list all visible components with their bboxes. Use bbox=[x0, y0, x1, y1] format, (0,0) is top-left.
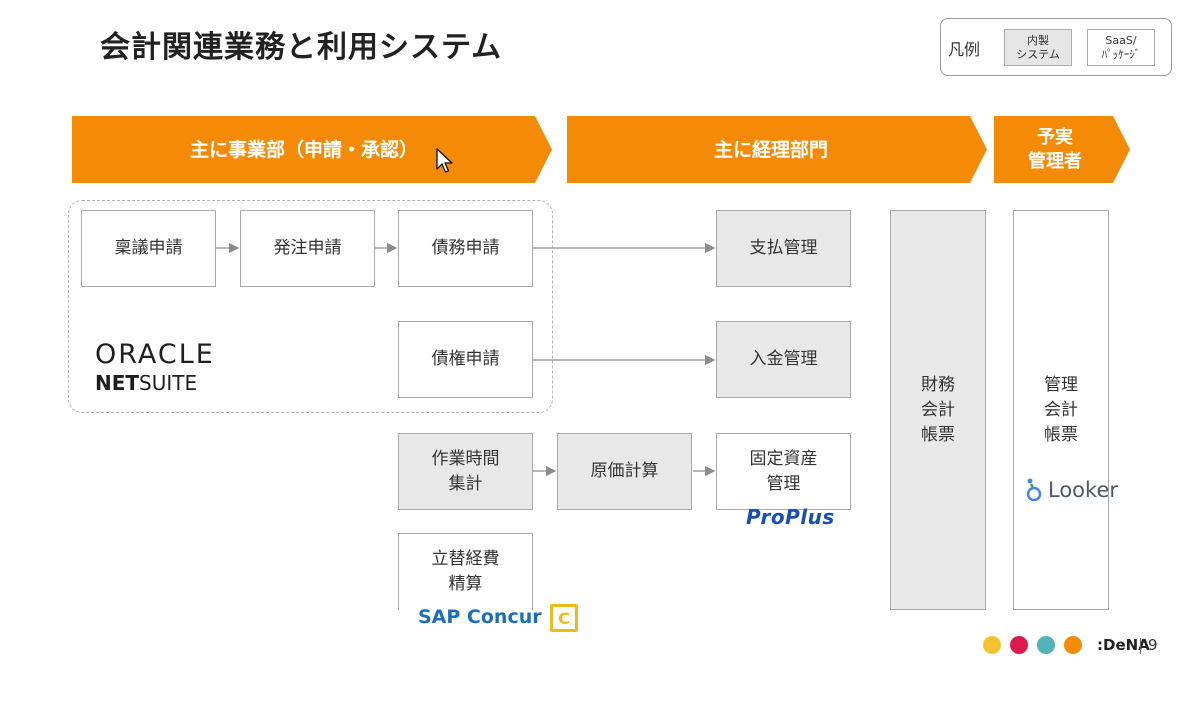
footer-dot-red bbox=[1010, 636, 1028, 654]
box-financial-reports: 財務 会計 帳票 bbox=[890, 210, 986, 610]
box-payment-label: 支払管理 bbox=[749, 238, 818, 258]
oracle-netsuite-logo: ORACLE NETSUITE bbox=[95, 339, 215, 396]
box-worktime-aggregation: 作業時間 集計 bbox=[398, 433, 533, 510]
looker-wordmark: Looker bbox=[1048, 478, 1118, 502]
footer-dot-teal bbox=[1037, 636, 1055, 654]
box-debt-application: 債務申請 bbox=[398, 210, 533, 287]
box-fixed-line2: 管理 bbox=[766, 473, 801, 494]
mouse-cursor-icon bbox=[436, 148, 453, 173]
box-credit-application: 債権申請 bbox=[398, 321, 533, 398]
looker-icon bbox=[1026, 478, 1042, 502]
legend-inhouse-line1: 内製 bbox=[1027, 33, 1049, 47]
oracle-wordmark: ORACLE bbox=[95, 339, 215, 370]
box-debt-label: 債務申請 bbox=[431, 238, 500, 258]
proplus-logo: ProPlus bbox=[746, 505, 835, 529]
netsuite-group bbox=[68, 200, 553, 413]
box-payment-management: 支払管理 bbox=[716, 210, 851, 287]
sap-concur-logo: SAP Concur bbox=[418, 606, 542, 628]
looker-logo: Looker bbox=[1026, 477, 1118, 503]
box-order-application: 発注申請 bbox=[240, 210, 375, 287]
box-management-line3: 帳票 bbox=[1044, 425, 1078, 445]
box-fixed-line1: 固定資産 bbox=[749, 448, 818, 469]
box-ringi-application: 稟議申請 bbox=[81, 210, 216, 287]
box-financial-line1: 財務 bbox=[921, 375, 955, 395]
banner-budget-line2: 管理者 bbox=[1028, 150, 1082, 172]
page-title: 会計関連業務と利用システム bbox=[100, 30, 503, 65]
banner-accounting-label: 主に経理部門 bbox=[713, 138, 828, 161]
box-ringi-label: 稟議申請 bbox=[114, 238, 183, 258]
box-management-line2: 会計 bbox=[1044, 400, 1078, 420]
box-receipt-management: 入金管理 bbox=[716, 321, 851, 398]
box-management-reports: 管理 会計 帳票 bbox=[1013, 210, 1109, 610]
banner-budget-managers: 予実 管理者 bbox=[994, 116, 1130, 183]
netsuite-net: NET bbox=[95, 371, 140, 395]
legend-inhouse-swatch: 内製 システム bbox=[1004, 29, 1072, 66]
box-order-label: 発注申請 bbox=[273, 238, 342, 258]
box-receipt-label: 入金管理 bbox=[749, 349, 818, 369]
box-worktime-line1: 作業時間 bbox=[431, 448, 500, 469]
concur-icon: C bbox=[550, 604, 578, 632]
box-fixed-asset-management: 固定資産 管理 bbox=[716, 433, 851, 510]
banner-accounting-department: 主に経理部門 bbox=[567, 116, 987, 183]
box-cost-label: 原価計算 bbox=[590, 461, 659, 481]
banner-business-division: 主に事業部（申請・承認） bbox=[72, 116, 552, 183]
box-worktime-line2: 集計 bbox=[448, 473, 483, 494]
box-expense-reimbursement: 立替経費 精算 bbox=[398, 533, 533, 610]
footer-dot-orange bbox=[1064, 636, 1082, 654]
footer-dot-yellow bbox=[983, 636, 1001, 654]
page-separator bbox=[1140, 638, 1141, 654]
legend-label: 凡例 bbox=[948, 40, 981, 59]
netsuite-wordmark: NETSUITE bbox=[95, 371, 215, 395]
box-cost-calculation: 原価計算 bbox=[557, 433, 692, 510]
box-expense-line1: 立替経費 bbox=[431, 549, 500, 569]
box-financial-line2: 会計 bbox=[921, 400, 955, 420]
page-number: 9 bbox=[1148, 636, 1158, 654]
box-expense-line2: 精算 bbox=[448, 574, 483, 594]
legend-inhouse-line2: システム bbox=[1016, 47, 1060, 61]
legend-saas-swatch: SaaS/ ﾊﾟｯｹｰｼﾞ bbox=[1087, 29, 1155, 66]
legend-saas-line2: ﾊﾟｯｹｰｼﾞ bbox=[1101, 47, 1141, 61]
dena-logo: :DeNA bbox=[1097, 636, 1150, 654]
box-credit-label: 債権申請 bbox=[431, 349, 500, 369]
box-management-line1: 管理 bbox=[1044, 375, 1078, 395]
banner-budget-line1: 予実 bbox=[1037, 126, 1073, 148]
banner-business-label: 主に事業部（申請・承認） bbox=[189, 138, 418, 161]
box-financial-line3: 帳票 bbox=[921, 425, 955, 445]
legend-saas-line1: SaaS/ bbox=[1105, 33, 1137, 47]
netsuite-suite: SUITE bbox=[139, 371, 198, 395]
